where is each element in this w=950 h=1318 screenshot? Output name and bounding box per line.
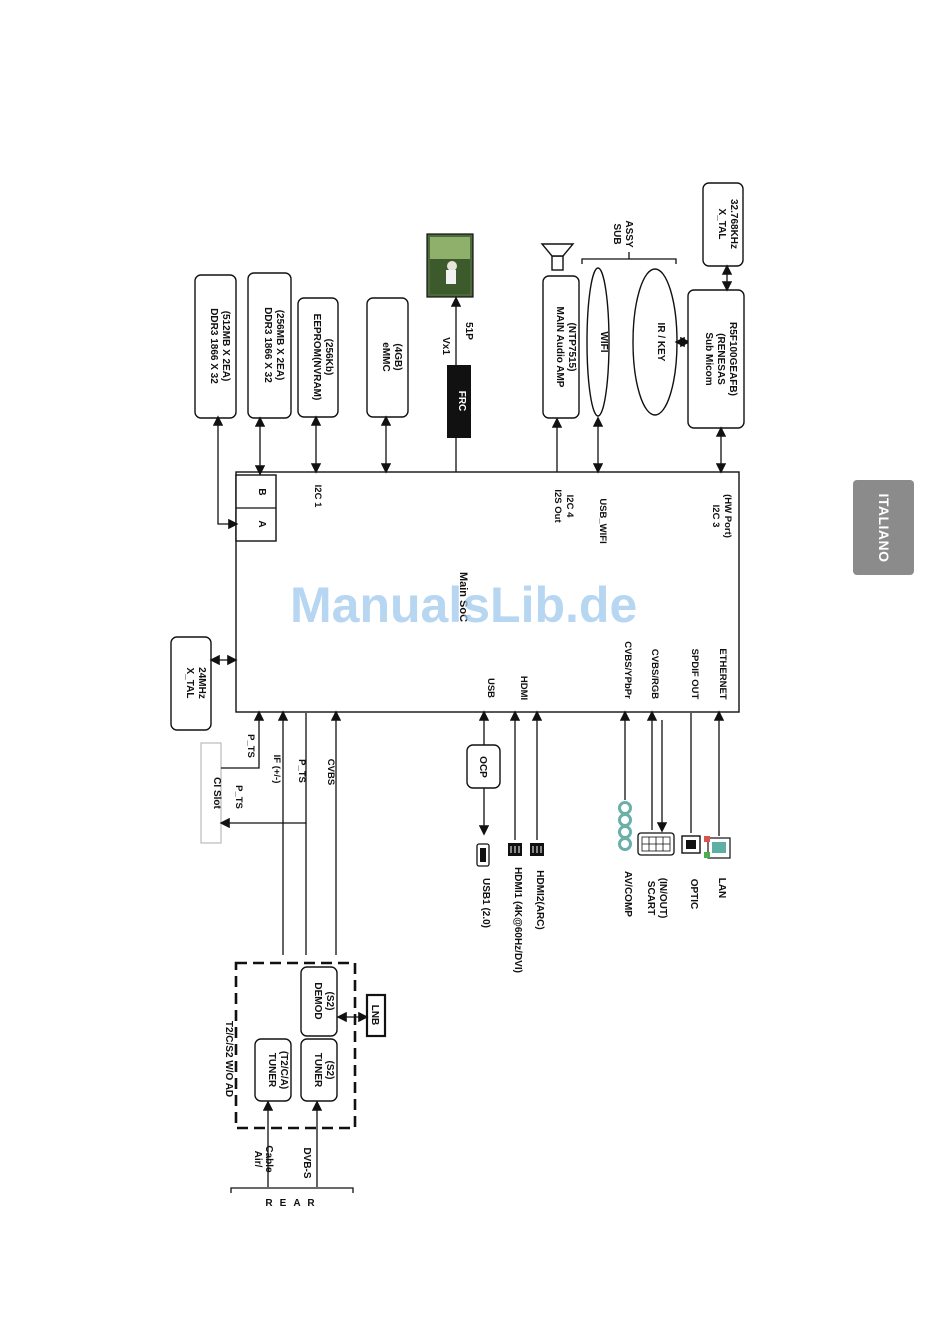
wifi-oval	[586, 267, 610, 417]
soc-title: Main SoC	[457, 572, 469, 622]
ddr-b-line1: DDR3 1866 X 32	[262, 307, 273, 383]
frc-label: FRC	[456, 391, 467, 412]
sub-micom-line1: Sub Micom	[703, 332, 714, 385]
ocp-label: OCP	[477, 756, 488, 778]
soc-hw-port: (HW Port)	[722, 494, 733, 538]
dvbs-label: DVB-S	[301, 1147, 312, 1178]
soc-i2s-out: I2S Out	[552, 489, 563, 523]
ddr-a-line1: DDR3 1866 X 32	[208, 308, 219, 384]
soc-cvbs-ypbpr: CVBS/YPbPr	[622, 641, 633, 699]
ci-pts-out: P_TS	[245, 734, 256, 758]
tuner2-line2: (S2)	[324, 1061, 335, 1080]
hdmi2-port-icon	[530, 843, 544, 856]
usb1-label: USB1 (2.0)	[480, 878, 491, 928]
av-comp-label: AV/COMP	[622, 871, 633, 917]
tuner-block-frame	[234, 961, 357, 1130]
xtal-main-line2: 24MHz	[196, 667, 207, 699]
eeprom-line2: (256Kb)	[323, 339, 334, 376]
signal-if: IF (+/-)	[271, 755, 282, 784]
ddr-a-link	[212, 415, 239, 530]
speaker-icon	[540, 243, 575, 271]
soc-port-b: B	[256, 488, 267, 495]
av-comp-jack-icon	[618, 801, 632, 851]
soc-spdif-out: SPDIF OUT	[689, 649, 700, 700]
eeprom-line1: EEPROM(NVRAM)	[311, 314, 322, 401]
panel-icon	[426, 233, 474, 298]
usb-port-icon	[476, 843, 490, 867]
ir-key-oval	[632, 268, 678, 416]
ir-key-label: IR / KEY	[655, 323, 666, 362]
ci-slot-label: CI Slot	[211, 777, 222, 809]
xtal-main-box	[170, 636, 212, 731]
frc-box	[447, 365, 471, 438]
sub-assy-line2: ASSY	[623, 220, 634, 248]
soc-i2c1: I2C 1	[312, 485, 323, 508]
sub-assy-bracket	[581, 258, 677, 264]
wifi-label: WIFI	[598, 331, 609, 352]
audio-amp-line2: (NTP7515)	[566, 323, 577, 372]
soc-i2c4: I2C 4	[564, 495, 575, 518]
signal-cvbs: CVBS	[325, 759, 336, 785]
lan-label: LAN	[716, 878, 727, 899]
demod-line2: (S2)	[324, 992, 335, 1011]
hdmi1-port-icon	[508, 843, 522, 856]
soc-usb-wifi: USB_WIFI	[597, 498, 608, 543]
tuner-block-title: T2/C/S2 W/O AD	[223, 1021, 234, 1097]
air-cable-line2: Cable	[263, 1145, 274, 1173]
tuner1-line2: (T2/C/A)	[278, 1051, 289, 1089]
sub-micom-line3: R5F100GEAFB)	[727, 322, 738, 396]
ci-out-link	[221, 710, 265, 769]
ddr-b-box	[247, 272, 292, 419]
soc-i2c3: I2C 3	[710, 505, 721, 528]
watermark: ManualsLib.de	[290, 577, 638, 633]
soc-usb: USB	[485, 678, 496, 698]
air-cable-line1: Air/	[252, 1151, 263, 1168]
scart-line2: (IN/OUT)	[657, 878, 668, 919]
rear-bracket	[230, 1187, 354, 1193]
demod-box	[300, 966, 338, 1037]
rear-a: A	[293, 1198, 300, 1209]
scart-line1: SCART	[645, 881, 656, 915]
rear-r1: R	[265, 1198, 273, 1209]
optic-port-icon	[681, 835, 701, 854]
soc-port-a: A	[256, 520, 267, 527]
audio-amp-line1: MAIN Audio AMP	[554, 307, 565, 388]
ci-slot-box	[200, 742, 222, 844]
frc-pins: 51P	[463, 322, 474, 340]
tuner2-line1: TUNER	[312, 1053, 323, 1088]
soc-cvbs-rgb: CVBS/RGB	[649, 649, 660, 699]
rear-e: E	[280, 1198, 287, 1209]
hdmi2-label: HDMI2(ARC)	[534, 870, 545, 929]
lan-port-icon	[704, 836, 731, 859]
signal-pts: P_TS	[296, 759, 307, 783]
lnb-label: LNB	[369, 1005, 380, 1026]
language-tab: ITALIANO	[853, 480, 914, 575]
xtal-sub-line1: X_TAL	[716, 209, 727, 240]
soc-hdmi: HDMI	[518, 676, 529, 700]
xtal-main-line1: X_TAL	[184, 668, 195, 699]
xtal-sub-line2: 32.768KHz	[728, 199, 739, 249]
optic-label: OPTIC	[688, 879, 699, 910]
demod-line1: DEMOD	[312, 982, 323, 1019]
ddr-b-line2: (256MB X 2EA)	[274, 310, 285, 381]
main-soc-box	[235, 471, 740, 713]
ci-pts-in: P_TS	[233, 785, 244, 809]
frc-vx1: Vx1	[440, 337, 451, 355]
scart-port-icon	[637, 832, 675, 856]
ddr-a-line2: (512MB X 2EA)	[220, 311, 231, 382]
soc-ethernet: ETHERNET	[717, 648, 728, 699]
emmc-line2: (4GB)	[392, 343, 403, 370]
tuner1-line1: TUNER	[266, 1053, 277, 1088]
rear-r2: R	[307, 1198, 315, 1209]
sub-assy-line1: SUB	[611, 223, 622, 244]
emmc-line1: eMMC	[380, 342, 391, 371]
hdmi1-label: HDMI1 (4K@60Hz/DVI)	[512, 867, 523, 973]
sub-micom-line2: (RENESAS	[715, 333, 726, 385]
soc-port-ab: B A	[235, 474, 277, 542]
